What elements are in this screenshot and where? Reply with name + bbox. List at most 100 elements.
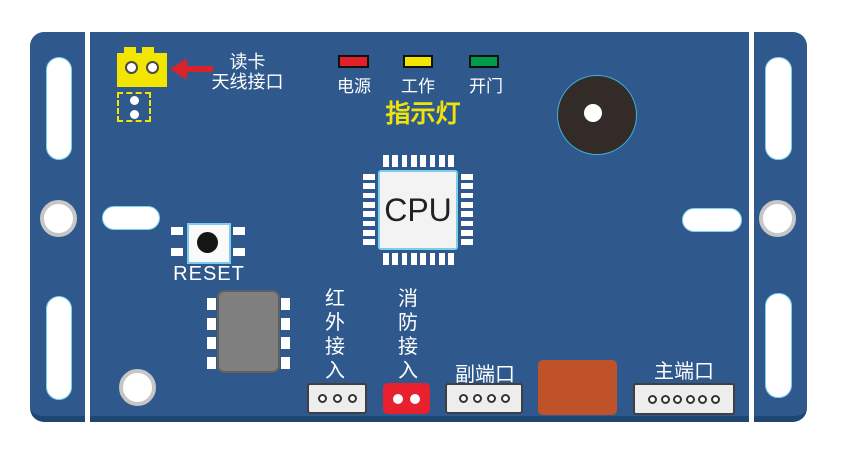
pin-h bbox=[363, 183, 375, 189]
fire-port-label: 消防接入 bbox=[398, 288, 418, 382]
mount-hole-left bbox=[40, 200, 77, 237]
cpu-chip: CPU bbox=[378, 170, 458, 250]
pin-v bbox=[420, 253, 426, 265]
right-flange-divider bbox=[749, 32, 754, 428]
pin-h bbox=[461, 174, 473, 180]
buzzer bbox=[557, 75, 637, 155]
mount-slot-right-bottom bbox=[765, 293, 792, 398]
pin-h bbox=[363, 192, 375, 199]
cpu-pins-bottom bbox=[383, 253, 454, 265]
main-port-label: 主端口 bbox=[654, 361, 714, 383]
cpu-pins-left bbox=[363, 174, 375, 245]
arrow-tail bbox=[187, 66, 213, 72]
pin-v bbox=[429, 253, 436, 265]
antenna-label-line1: 读卡 bbox=[229, 52, 266, 72]
cpu-label: CPU bbox=[384, 191, 452, 228]
hole bbox=[472, 394, 482, 403]
led-door-label: 开门 bbox=[469, 77, 503, 96]
infrared-port-label: 红外接入 bbox=[325, 288, 345, 382]
pin-v bbox=[392, 253, 398, 265]
pin-v bbox=[411, 253, 417, 265]
pad-dot bbox=[129, 109, 139, 119]
fire-port-connector bbox=[383, 383, 430, 414]
pin-v bbox=[420, 155, 426, 167]
pin-h bbox=[461, 239, 473, 245]
antenna-tab bbox=[124, 47, 136, 54]
ic-pin bbox=[281, 317, 290, 330]
ic-pins-left bbox=[207, 298, 216, 369]
pin-v bbox=[392, 155, 398, 167]
pin-h bbox=[363, 230, 375, 236]
hole bbox=[458, 394, 468, 403]
hole bbox=[486, 394, 496, 403]
reset-pad bbox=[171, 248, 183, 256]
solder-pad-right bbox=[682, 208, 742, 232]
pin-h bbox=[363, 220, 375, 227]
reset-button-knob bbox=[197, 232, 218, 253]
reset-pad bbox=[233, 248, 245, 256]
reset-pad bbox=[171, 227, 183, 235]
mount-slot-left-top bbox=[46, 57, 72, 160]
hole bbox=[347, 394, 357, 403]
antenna-footprint-pad bbox=[117, 92, 151, 122]
ic-pin bbox=[281, 356, 290, 369]
mount-slot-left-bottom bbox=[46, 296, 72, 400]
hole bbox=[317, 394, 327, 403]
pin-h bbox=[461, 211, 473, 217]
antenna-connector bbox=[117, 53, 167, 87]
pin-v bbox=[439, 155, 445, 167]
pin-h bbox=[461, 202, 473, 208]
pin-v bbox=[383, 253, 389, 265]
led-door bbox=[469, 55, 499, 68]
ic-pin bbox=[281, 298, 290, 310]
ant-hole bbox=[125, 61, 138, 74]
pin-v bbox=[401, 155, 408, 167]
ic-chip bbox=[217, 290, 280, 373]
ic-pins-right bbox=[281, 298, 290, 369]
pin-h bbox=[363, 174, 375, 180]
pin-h bbox=[461, 230, 473, 236]
arrow-left-icon bbox=[170, 58, 187, 80]
hole bbox=[332, 394, 342, 403]
mount-slot-right-top bbox=[765, 57, 792, 160]
ant-hole bbox=[146, 61, 159, 74]
cpu-pins-right bbox=[461, 174, 473, 245]
antenna-tab bbox=[142, 47, 154, 54]
relay-component bbox=[538, 360, 617, 415]
indicator-group-label: 指示灯 bbox=[385, 100, 461, 128]
pin-v bbox=[439, 253, 445, 265]
led-power-label: 电源 bbox=[337, 77, 371, 96]
buzzer-center-hole bbox=[584, 104, 602, 122]
pin-v bbox=[383, 155, 389, 167]
mount-hole-board-bottom-left bbox=[119, 369, 156, 406]
ic-pin bbox=[207, 298, 216, 310]
pin-h bbox=[461, 183, 473, 189]
pin-v bbox=[448, 155, 454, 167]
antenna-label: 读卡 天线接口 bbox=[200, 52, 295, 92]
fire-dot bbox=[410, 393, 420, 404]
ic-pin bbox=[281, 337, 290, 350]
pad-dot bbox=[129, 95, 139, 105]
pin-h bbox=[461, 192, 473, 199]
ic-pin bbox=[207, 337, 216, 350]
hole bbox=[500, 394, 510, 403]
secondary-port-connector bbox=[445, 383, 523, 414]
mount-hole-right bbox=[759, 200, 796, 237]
antenna-label-line2: 天线接口 bbox=[211, 72, 284, 92]
pin-h bbox=[461, 220, 473, 227]
infrared-port-connector bbox=[307, 383, 367, 414]
reset-pad bbox=[233, 227, 245, 235]
hole bbox=[698, 394, 708, 404]
left-flange-divider bbox=[85, 32, 90, 428]
reset-label: RESET bbox=[173, 263, 245, 285]
pin-v bbox=[448, 253, 454, 265]
pin-h bbox=[363, 211, 375, 217]
hole bbox=[685, 394, 695, 404]
pin-v bbox=[411, 155, 417, 167]
pin-h bbox=[363, 239, 375, 245]
fire-dot bbox=[393, 393, 403, 404]
pin-v bbox=[429, 155, 436, 167]
led-work-label: 工作 bbox=[401, 77, 435, 96]
hole bbox=[660, 394, 670, 404]
